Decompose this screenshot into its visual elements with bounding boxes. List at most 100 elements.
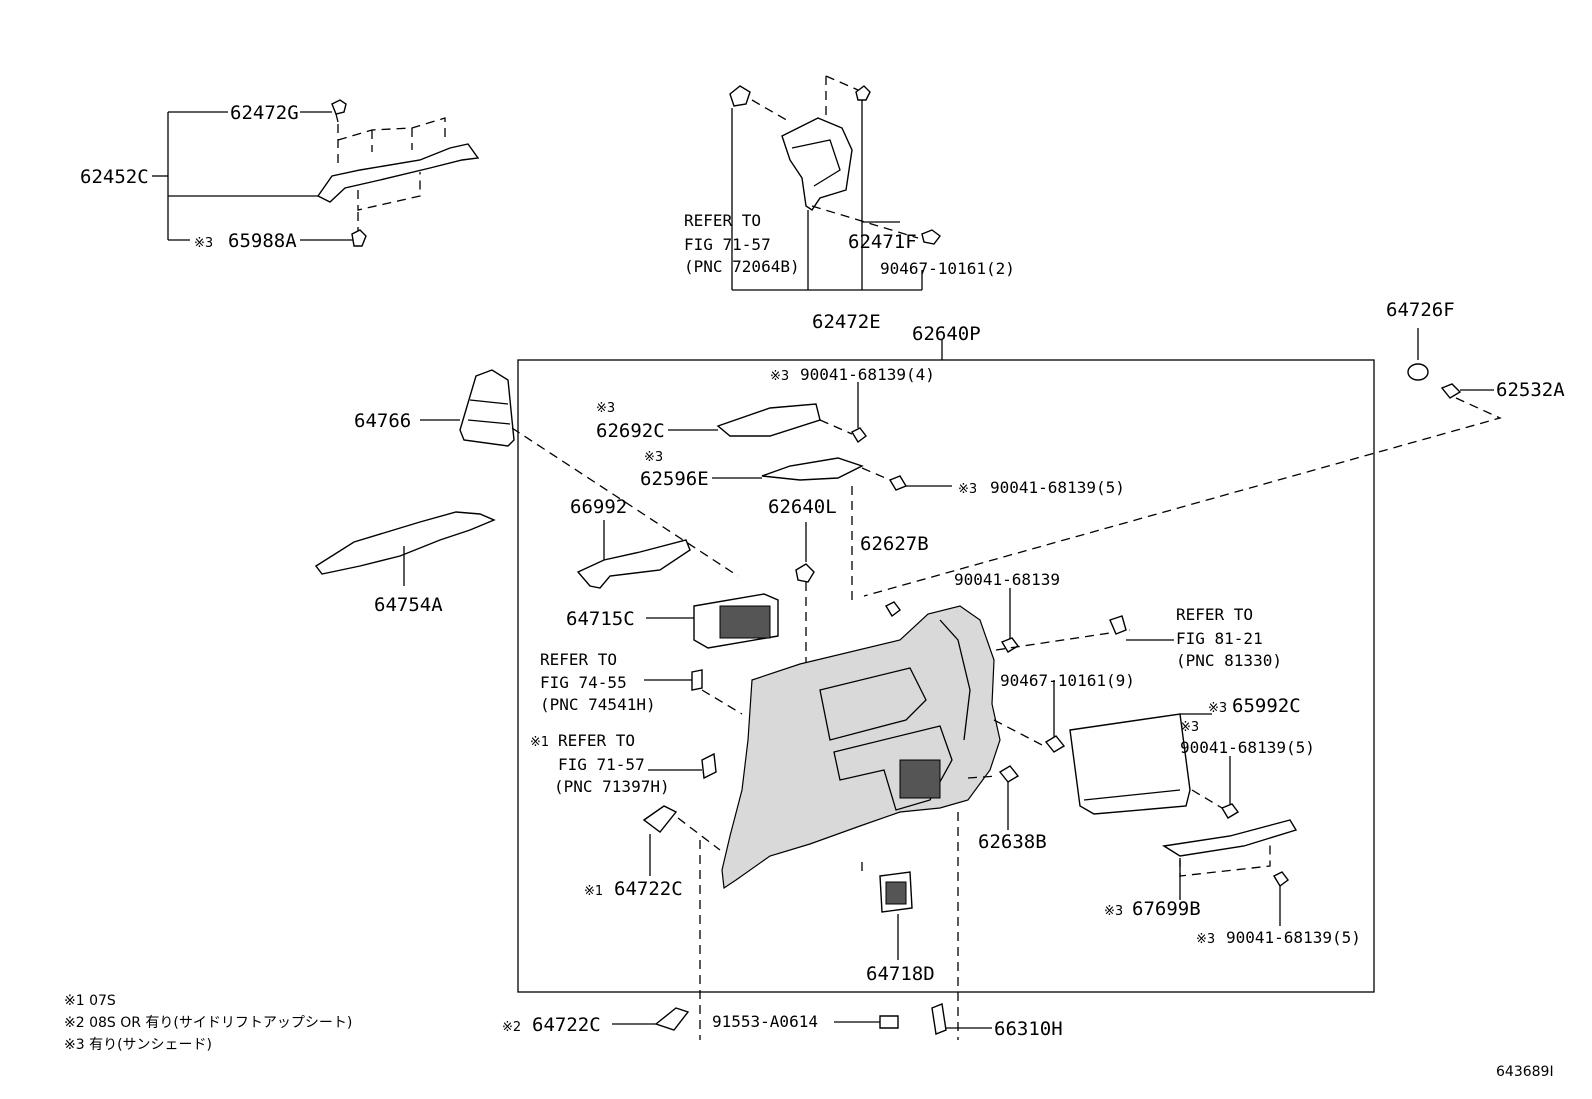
clip-90467-9 (1044, 735, 1066, 753)
refer-line: FIG 74-55 (540, 673, 627, 692)
refer-note-71397h: REFER TO FIG 71-57 (PNC 71397H) (554, 731, 670, 796)
refer-line: FIG 81-21 (1176, 629, 1263, 648)
screw-mid (888, 475, 908, 491)
refer-line: (PNC 74541H) (540, 695, 656, 714)
cap-66310h (931, 1003, 947, 1035)
refer-line: FIG 71-57 (684, 235, 771, 254)
label-65988a: 65988A (228, 230, 297, 252)
bracket-64722c-lower (654, 1007, 690, 1031)
label-90467-2: 90467-10161(2) (880, 259, 1015, 278)
refer-note-74541h: REFER TO FIG 74-55 (PNC 74541H) (540, 650, 656, 714)
label-62638b: 62638B (978, 831, 1047, 853)
label-65992c: 65992C (1232, 695, 1301, 717)
mark-64722c-2: ※2 (502, 1020, 521, 1035)
label-64715c: 64715C (566, 608, 635, 630)
refer-line: (PNC 81330) (1176, 651, 1282, 670)
refer-line: REFER TO (1176, 605, 1253, 624)
mark-90041-5c: ※3 (1196, 932, 1215, 947)
bracket-64722c (642, 805, 678, 833)
refer-note-81330: REFER TO FIG 81-21 (PNC 81330) (1176, 605, 1282, 670)
trim-strip-62452c (316, 143, 480, 203)
connector-81330 (1109, 615, 1127, 635)
option-marks: ※3 ※3 ※3 ※3 ※3 ※3 ※3 ※1 ※1 ※3 ※3 ※2 (194, 236, 1227, 1035)
group-64726f (863, 328, 1502, 597)
strip-67699b (1162, 819, 1298, 857)
cap-64726f (1407, 363, 1429, 381)
refer-line: REFER TO (684, 211, 761, 230)
pillar-trim (781, 117, 853, 211)
mark-refer-71397h: ※1 (530, 735, 549, 750)
mark-90041-5b: ※3 (1180, 720, 1199, 735)
refer-line: REFER TO (558, 731, 635, 750)
clip-62627b (885, 601, 901, 618)
refer-line: (PNC 71397H) (554, 777, 670, 796)
cover-62692c (716, 403, 821, 437)
group-62452c (152, 99, 480, 247)
mark-67699b: ※3 (1104, 904, 1123, 919)
clip-65988a (351, 229, 367, 247)
diagram-id: 643689I (1496, 1064, 1554, 1080)
screw-top (851, 427, 867, 444)
label-62452c: 62452C (80, 166, 149, 188)
label-90467-9: 90467-10161(9) (1000, 671, 1135, 690)
label-64718d: 64718D (866, 963, 935, 985)
clip-62471f (921, 229, 941, 245)
mark-65988a: ※3 (194, 236, 213, 251)
label-62471f: 62471F (848, 231, 917, 253)
group-62472e (729, 75, 941, 291)
mark-62596e: ※3 (644, 450, 663, 465)
label-62532a: 62532A (1496, 379, 1565, 401)
bracket-71397h (701, 752, 717, 780)
refer-line: FIG 71-57 (558, 755, 645, 774)
label-66310h: 66310H (994, 1018, 1063, 1040)
mark-90041-5a: ※3 (958, 482, 977, 497)
label-62640l: 62640L (768, 496, 837, 518)
label-66992: 66992 (570, 496, 627, 518)
footnotes: ※1 07S ※2 08S OR 有り(サイドリフトアップシート) ※3 有り(… (64, 993, 352, 1053)
label-62640p: 62640P (912, 323, 981, 345)
label-90041-4: 90041-68139(4) (800, 365, 935, 384)
clip-right-top (855, 85, 871, 101)
bracket-62596e (761, 457, 864, 481)
label-62472g: 62472G (230, 102, 299, 124)
bolt-91553 (879, 1015, 899, 1029)
clip-62640l (795, 563, 815, 583)
label-90041-5b: 90041-68139(5) (1180, 738, 1315, 757)
refer-line: (PNC 72064B) (684, 257, 800, 276)
trim-64754a (314, 511, 496, 575)
label-90041: 90041-68139 (954, 570, 1060, 589)
clip-62638b (998, 765, 1020, 783)
mark-64722c-1: ※1 (584, 884, 603, 899)
label-64726f: 64726F (1386, 299, 1455, 321)
label-64722c-2: 64722C (532, 1014, 601, 1036)
grille-mesh (719, 605, 771, 639)
clip-62472g (331, 99, 347, 123)
label-67699b: 67699B (1132, 898, 1201, 920)
refer-line: REFER TO (540, 650, 617, 669)
bracket-74541h (691, 669, 703, 691)
mark-90041-4: ※3 (770, 369, 789, 384)
label-90041-5a: 90041-68139(5) (990, 478, 1125, 497)
mark-65992c: ※3 (1208, 701, 1227, 716)
part-labels: 62472G 62452C 65988A 62471F 90467-10161(… (80, 102, 1565, 1040)
label-64766: 64766 (354, 410, 411, 432)
label-62692c: 62692C (596, 420, 665, 442)
footnote-2: ※2 08S OR 有り(サイドリフトアップシート) (64, 1015, 352, 1031)
label-91553: 91553-A0614 (712, 1012, 818, 1031)
label-90041-5c: 90041-68139(5) (1226, 928, 1361, 947)
footnote-1: ※1 07S (64, 993, 116, 1009)
quarter-trim-panel (721, 605, 1001, 890)
clip-left-top (729, 85, 751, 107)
label-62627b: 62627B (860, 533, 929, 555)
screw-panel (1000, 637, 1020, 653)
trim-64766 (459, 369, 515, 447)
label-62472e: 62472E (812, 311, 881, 333)
screw-65992c (1220, 803, 1240, 819)
screw-62532a (1440, 383, 1462, 399)
assembly-box-62640p (517, 359, 1375, 993)
label-64754a: 64754A (374, 594, 443, 616)
trim-66992 (576, 539, 691, 589)
label-64722c-1: 64722C (614, 878, 683, 900)
group-64766 (420, 369, 739, 577)
